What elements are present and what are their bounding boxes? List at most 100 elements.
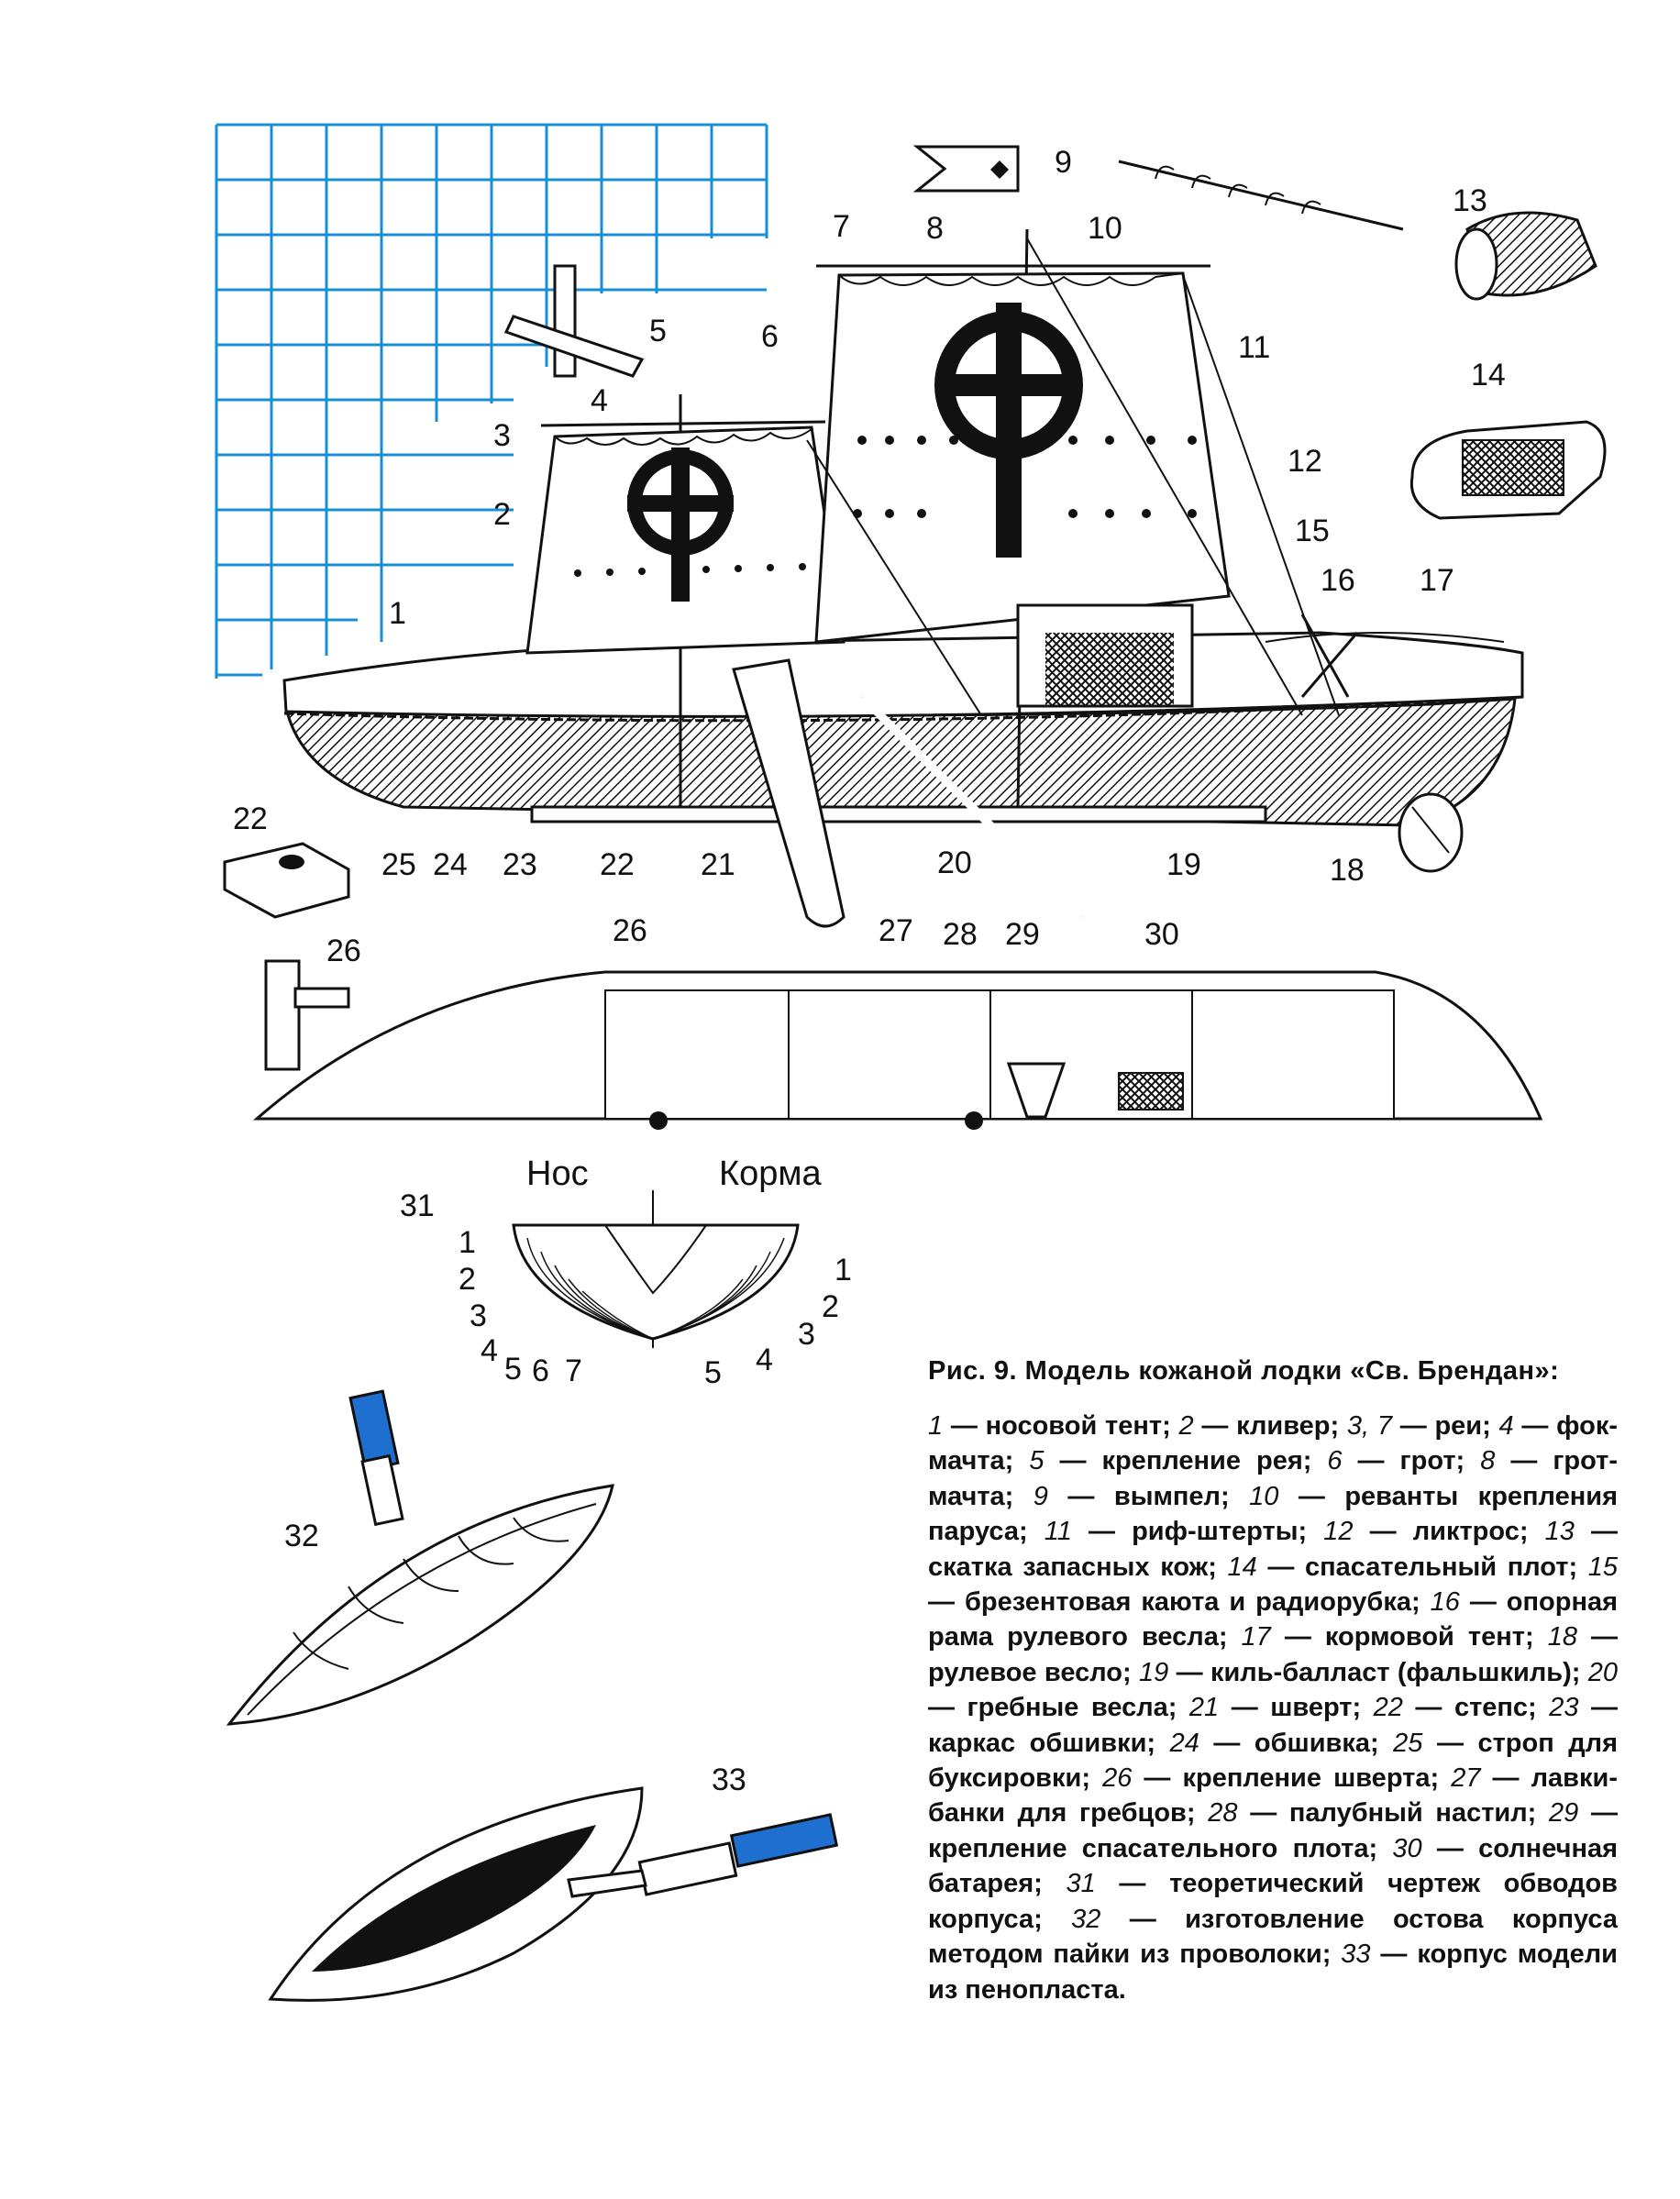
legend-text: — каркас обшивки; — [928, 1693, 1618, 1758]
legend-text: — теоретический чертеж обводов корпуса; — [928, 1869, 1618, 1934]
legend-number: 2 — [1178, 1411, 1194, 1441]
legend-entry: 15 — брезентовая каюта и радиорубка; — [928, 1553, 1618, 1617]
legend-entry: 9 — вымпел; — [1033, 1482, 1249, 1511]
label-32: 32 — [284, 1519, 319, 1553]
legend-text: — носовой тент; — [943, 1411, 1179, 1441]
legend-number: 26 — [1102, 1763, 1133, 1794]
legend-number: 3, 7 — [1346, 1411, 1392, 1441]
legend-number: 30 — [1392, 1833, 1422, 1863]
label-21: 21 — [701, 847, 735, 882]
legend-entry: 27 — лавки-банки для гребцов; — [928, 1763, 1618, 1828]
label-3: 3 — [493, 418, 511, 453]
label-26-bracket: 26 — [326, 934, 361, 968]
legend-text: — ликтрос; — [1353, 1517, 1545, 1547]
wire-frame-model — [226, 1389, 614, 1726]
legend-number: 19 — [1138, 1657, 1169, 1687]
lines-plan — [512, 1190, 800, 1348]
label-2: 2 — [493, 497, 511, 532]
bow-number-2: 2 — [459, 1262, 476, 1297]
legend-text: — брезентовая каюта и радиорубка; — [928, 1587, 1431, 1618]
legend-entry: 22 — степс; — [1374, 1693, 1550, 1722]
label-22: 22 — [600, 847, 635, 882]
legend-text: — кормовой тент; — [1270, 1622, 1548, 1652]
stern-number-1: 1 — [834, 1253, 852, 1287]
legend-number: 10 — [1249, 1481, 1279, 1511]
legend-entry: 30 — солнечная батарея; — [928, 1834, 1618, 1898]
legend-text: — шверт; — [1219, 1693, 1374, 1723]
legend-text: — грот; — [1342, 1446, 1481, 1476]
legend-text: — лавки-банки для гребцов; — [928, 1763, 1619, 1829]
lines-plan-labels: Нос Корма 1 2 3 4 5 6 7 1 2 3 4 5 — [459, 1155, 852, 1390]
label-9: 9 — [1055, 145, 1072, 180]
legend-entry: 14 — спасательный плот; — [1228, 1553, 1588, 1582]
legend-text: — рулевое весло; — [928, 1622, 1619, 1687]
legend-text: — строп для буксировки; — [928, 1728, 1618, 1794]
legend-number: 9 — [1033, 1481, 1048, 1511]
legend-text: — палубный настил; — [1237, 1798, 1550, 1829]
label-17: 17 — [1420, 563, 1454, 598]
legend-number: 32 — [1071, 1904, 1101, 1934]
label-24: 24 — [433, 847, 468, 882]
legend-text: — корпус модели из пенопласта. — [928, 1939, 1618, 2005]
label-12: 12 — [1288, 444, 1322, 479]
legend-text: — обшивка; — [1199, 1728, 1394, 1758]
legend-entry: 26 — крепление шверта; — [1102, 1763, 1451, 1793]
legend-number: 13 — [1544, 1517, 1575, 1547]
mainsail-cross — [934, 303, 1083, 558]
label-30: 30 — [1144, 917, 1179, 952]
legend-text: — крепление спасательного плота; — [928, 1798, 1618, 1863]
caption-legend: 1 — носовой тент; 2 — кливер; 3, 7 — реи… — [928, 1409, 1618, 2007]
bow-number-1: 1 — [459, 1225, 476, 1260]
label-10: 10 — [1088, 211, 1122, 246]
label-5: 5 — [649, 314, 667, 348]
label-23: 23 — [503, 847, 537, 882]
legend-number: 28 — [1208, 1798, 1238, 1829]
legend-entry: 33 — корпус модели из пенопласта. — [928, 1939, 1618, 2004]
label-6: 6 — [761, 319, 779, 354]
legend-text: — реванты крепления паруса; — [928, 1481, 1618, 1547]
label-18: 18 — [1330, 853, 1365, 888]
legend-text: — гребные весла; — [928, 1693, 1189, 1723]
legend-text: — крепление шверта; — [1132, 1763, 1452, 1794]
legend-entry: 11 — риф-штерты; — [1044, 1517, 1323, 1546]
legend-entry: 5 — крепление рея; — [1029, 1446, 1327, 1475]
legend-number: 12 — [1323, 1517, 1354, 1547]
legend-number: 22 — [1373, 1693, 1403, 1723]
legend-entry: 10 — реванты крепления паруса; — [928, 1482, 1618, 1546]
legend-number: 11 — [1044, 1517, 1072, 1547]
legend-text: — опорная рама рулевого весла; — [928, 1587, 1619, 1652]
stern-heading: Корма — [719, 1155, 823, 1193]
label-14: 14 — [1471, 358, 1506, 392]
label-7: 7 — [833, 209, 850, 244]
bow-heading: Нос — [526, 1155, 589, 1193]
legend-entry: 12 — ликтрос; — [1323, 1517, 1544, 1546]
legend-entry: 6 — грот; — [1327, 1446, 1480, 1475]
legend-text: — киль-балласт (фальшкиль); — [1168, 1657, 1588, 1687]
legend-number: 14 — [1227, 1552, 1257, 1582]
legend-text: — скатка запасных кож; — [928, 1517, 1618, 1582]
legend-number: 16 — [1430, 1587, 1460, 1618]
foresail-cross — [627, 448, 734, 602]
legend-number: 25 — [1393, 1728, 1423, 1758]
legend-text: — вымпел; — [1047, 1481, 1250, 1511]
legend-text: — крепление рея; — [1044, 1446, 1328, 1476]
legend-number: 33 — [1341, 1939, 1371, 1970]
legend-number: 5 — [1029, 1446, 1044, 1476]
label-22-step: 22 — [233, 801, 268, 836]
label-19: 19 — [1166, 847, 1201, 882]
legend-text: — степс; — [1402, 1693, 1550, 1723]
label-4: 4 — [591, 383, 608, 418]
label-1: 1 — [389, 596, 406, 631]
label-25: 25 — [381, 847, 416, 882]
label-11: 11 — [1238, 330, 1270, 365]
label-20: 20 — [937, 845, 972, 880]
stern-number-5: 5 — [704, 1355, 722, 1390]
legend-text: — кливер; — [1193, 1411, 1347, 1441]
label-28: 28 — [943, 917, 978, 952]
label-15: 15 — [1295, 514, 1330, 548]
legend-entry: 13 — скатка запасных кож; — [928, 1517, 1618, 1581]
boat-side-view — [282, 145, 1524, 928]
legend-number: 20 — [1587, 1657, 1619, 1687]
bow-number-3: 3 — [470, 1298, 487, 1333]
